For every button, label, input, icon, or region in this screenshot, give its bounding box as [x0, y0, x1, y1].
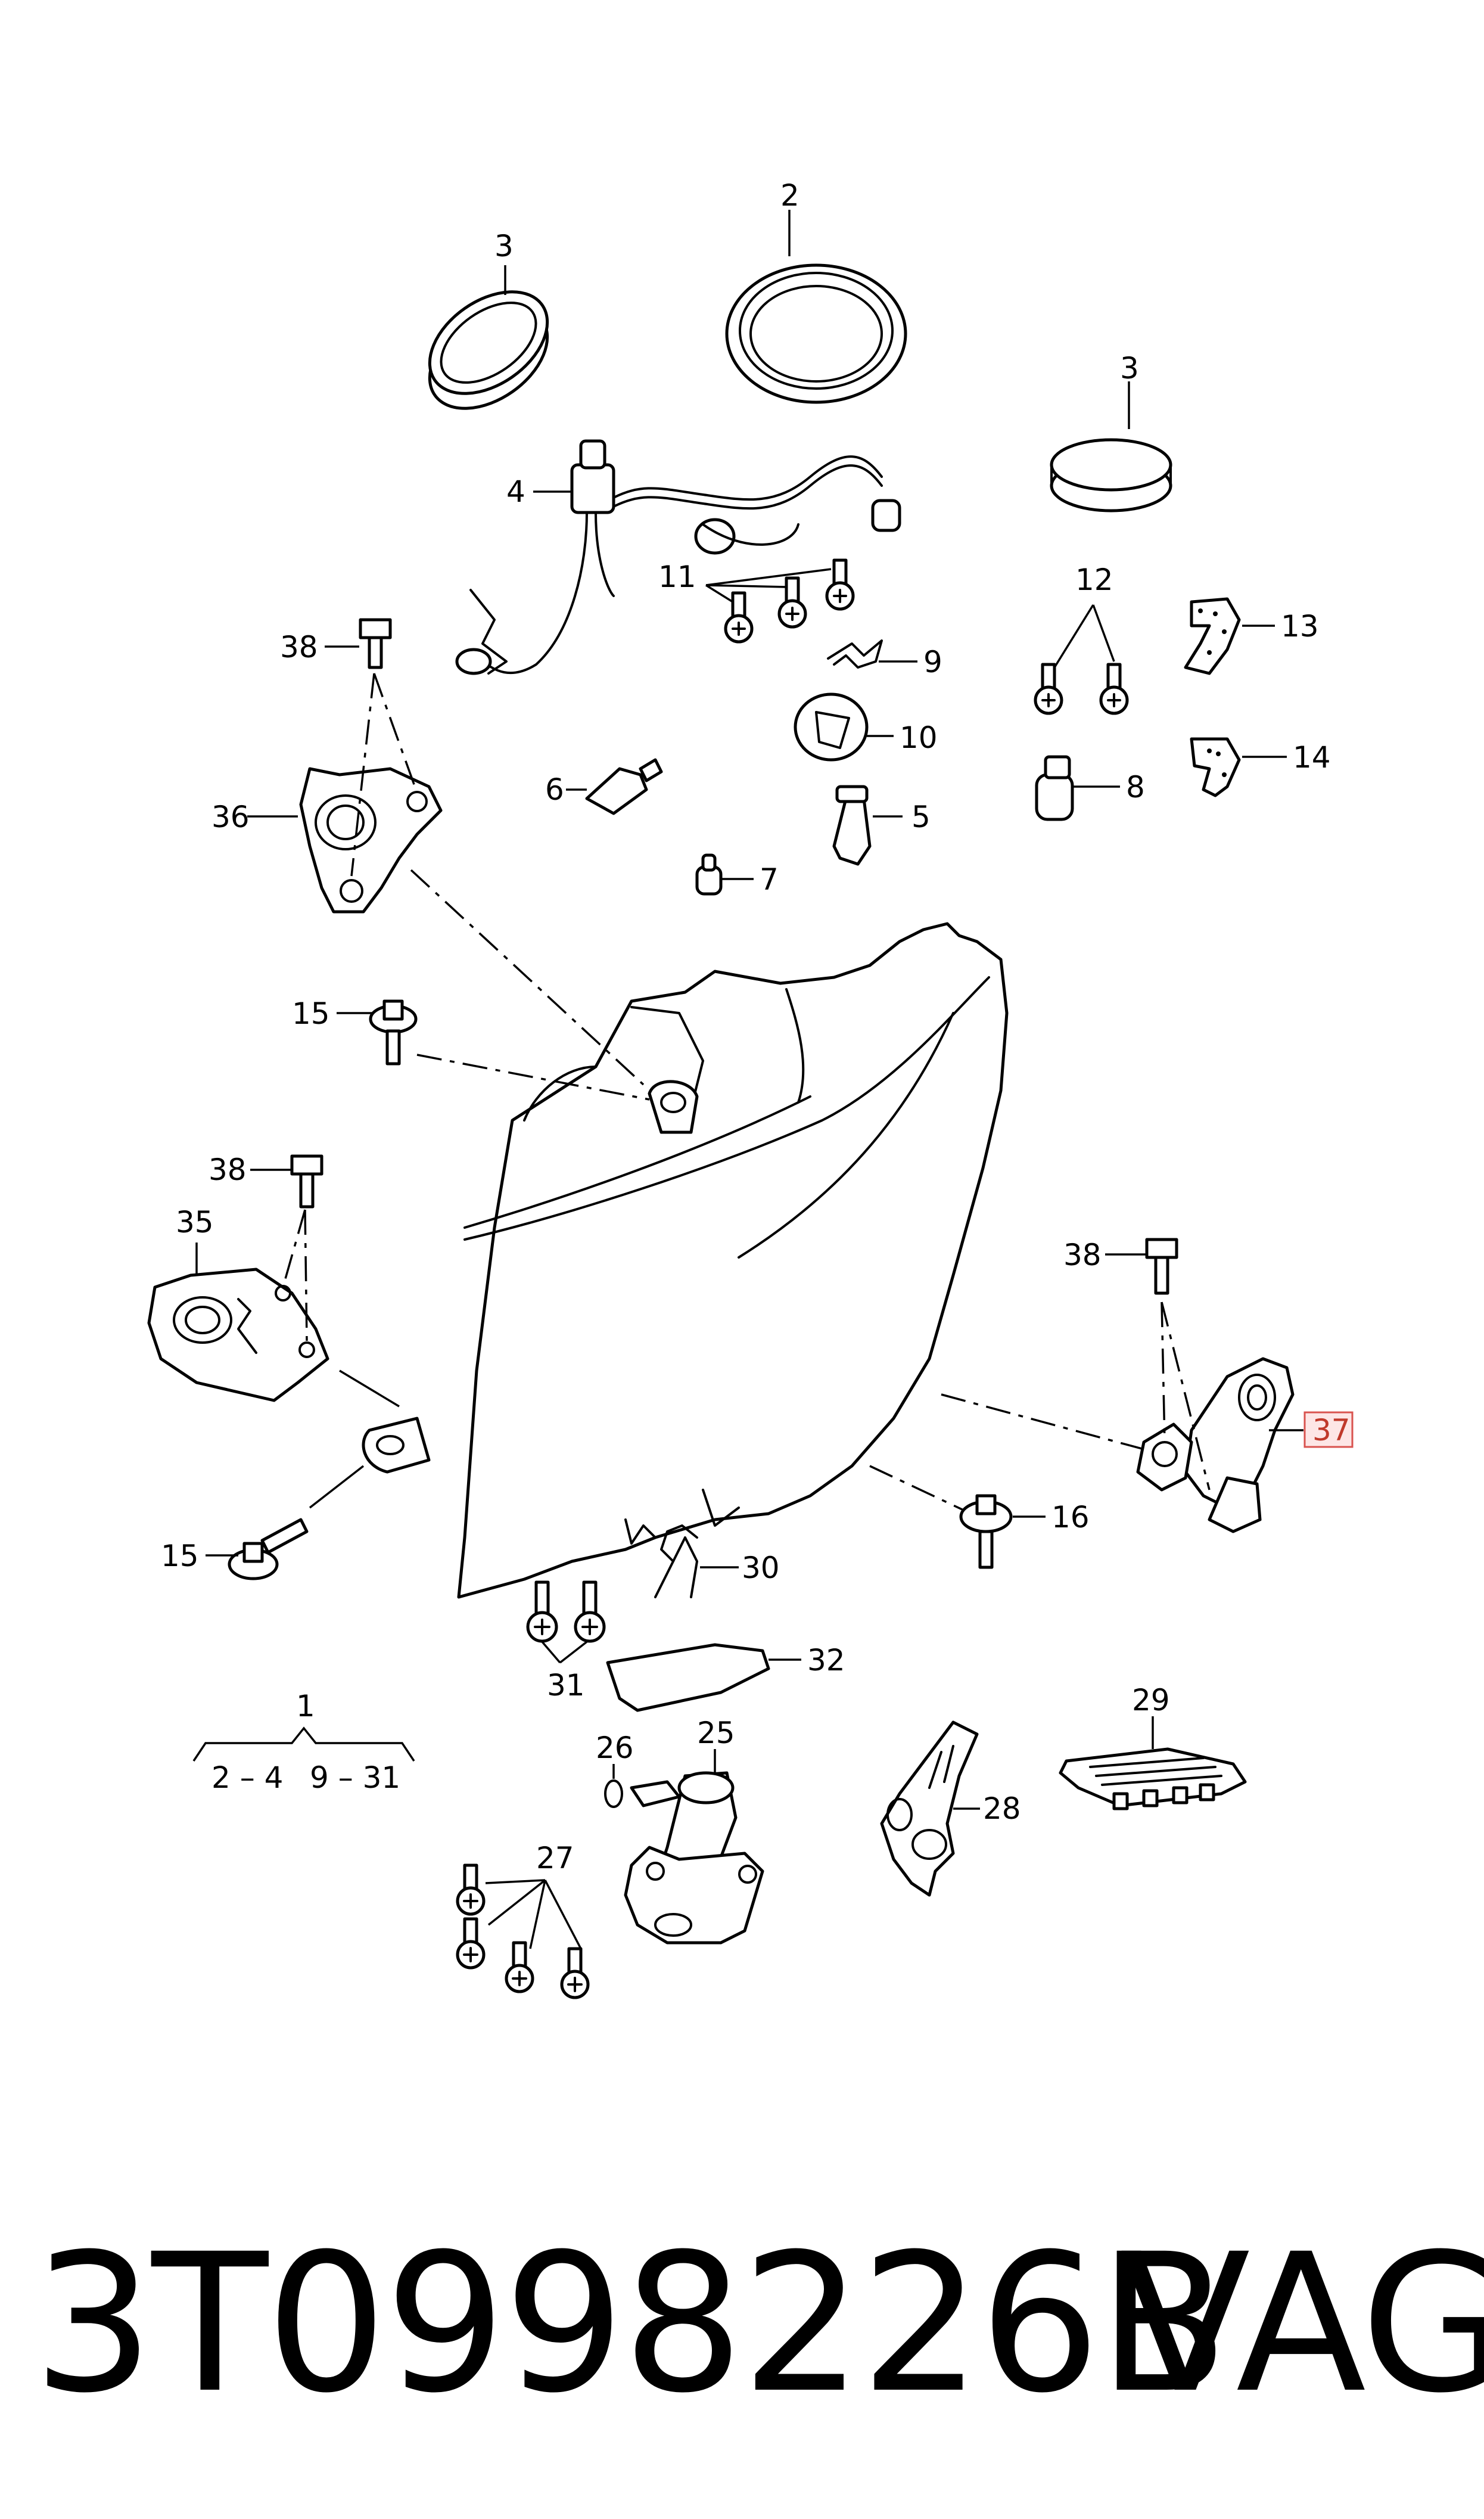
part-2-seal-ring [725, 210, 907, 404]
callout-2: 2 [780, 178, 799, 213]
part-6-bulb [566, 758, 663, 815]
callout-30: 30 [742, 1551, 780, 1585]
part-37-bracket [1136, 1302, 1303, 1533]
callout-29: 29 [1132, 1683, 1170, 1717]
callout-4: 4 [506, 474, 525, 509]
part-12-screws [1034, 604, 1129, 715]
part-26-o-ring [604, 1764, 623, 1808]
part-36-bracket [247, 673, 443, 914]
part-25-nozzle [624, 1749, 764, 1945]
callout-12: 12 [1075, 563, 1113, 597]
callout-38-top: 38 [280, 630, 318, 664]
part-5-bulb [832, 785, 903, 866]
callout-37: 37 [1312, 1413, 1351, 1448]
part-15-screw-lower [206, 1518, 309, 1580]
callout-8: 8 [1126, 770, 1145, 805]
callout-6: 6 [545, 772, 564, 807]
part-14-elbow [1190, 737, 1287, 797]
callout-31: 31 [547, 1668, 585, 1703]
part-38-screw-right [1105, 1238, 1178, 1295]
part-29-cover [1059, 1716, 1247, 1810]
part-4-wiring-harness [455, 439, 901, 675]
part-31-screws [526, 1580, 606, 1664]
callout-16: 16 [1051, 1500, 1090, 1535]
part-16-screw [959, 1494, 1046, 1569]
part-1-group-bracket [192, 1726, 415, 1762]
part-28-bracket [880, 1720, 980, 1897]
callout-25: 25 [697, 1716, 735, 1750]
callout-3-top-left: 3 [494, 229, 514, 263]
part-9-clip [827, 639, 917, 669]
part-35-bracket [147, 1209, 329, 1402]
callout-28: 28 [983, 1791, 1021, 1826]
part-3-ring-right [1050, 381, 1172, 513]
callout-15-lower: 15 [161, 1539, 199, 1573]
part-30-clip [654, 1524, 739, 1598]
callout-35: 35 [176, 1205, 214, 1240]
part-7-bulb [695, 853, 754, 896]
part-8-bulb [1035, 755, 1120, 821]
callout-11: 11 [658, 560, 696, 594]
callout-10: 10 [900, 720, 938, 755]
callout-3-right: 3 [1120, 351, 1139, 386]
callout-37-highlight-box [1303, 1411, 1354, 1448]
callout-38-right: 38 [1063, 1238, 1102, 1272]
part-38-screw-left [250, 1154, 323, 1209]
callout-5: 5 [911, 800, 931, 834]
part-32-cover [606, 1643, 801, 1712]
callout-15-top: 15 [292, 996, 330, 1031]
part-13-elbow [1184, 597, 1275, 675]
group-range-right: 9 – 31 [310, 1760, 400, 1795]
callout-13: 13 [1281, 609, 1319, 644]
headlight-housing [309, 869, 1162, 1599]
callout-9: 9 [923, 645, 942, 679]
callout-38-left: 38 [209, 1153, 247, 1187]
callout-1: 1 [296, 1689, 315, 1723]
callout-7: 7 [760, 862, 779, 897]
group-range-left: 2 – 4 [211, 1760, 283, 1795]
brand-label: VAG [1120, 2213, 1484, 2435]
part-11-screws [705, 558, 855, 644]
part-38-screw-top [325, 618, 392, 669]
part-15-screw-top [337, 999, 418, 1066]
callout-32: 32 [807, 1643, 845, 1678]
callout-26: 26 [596, 1731, 634, 1765]
callout-14: 14 [1293, 740, 1331, 775]
callout-36: 36 [211, 800, 250, 834]
part-10-bulb-holder [794, 692, 894, 762]
callout-27: 27 [536, 1841, 574, 1875]
part-27-screws [456, 1863, 590, 1999]
part-number-label: 3T0998226B [33, 2213, 1229, 2435]
part-3-ring-left [428, 265, 549, 410]
